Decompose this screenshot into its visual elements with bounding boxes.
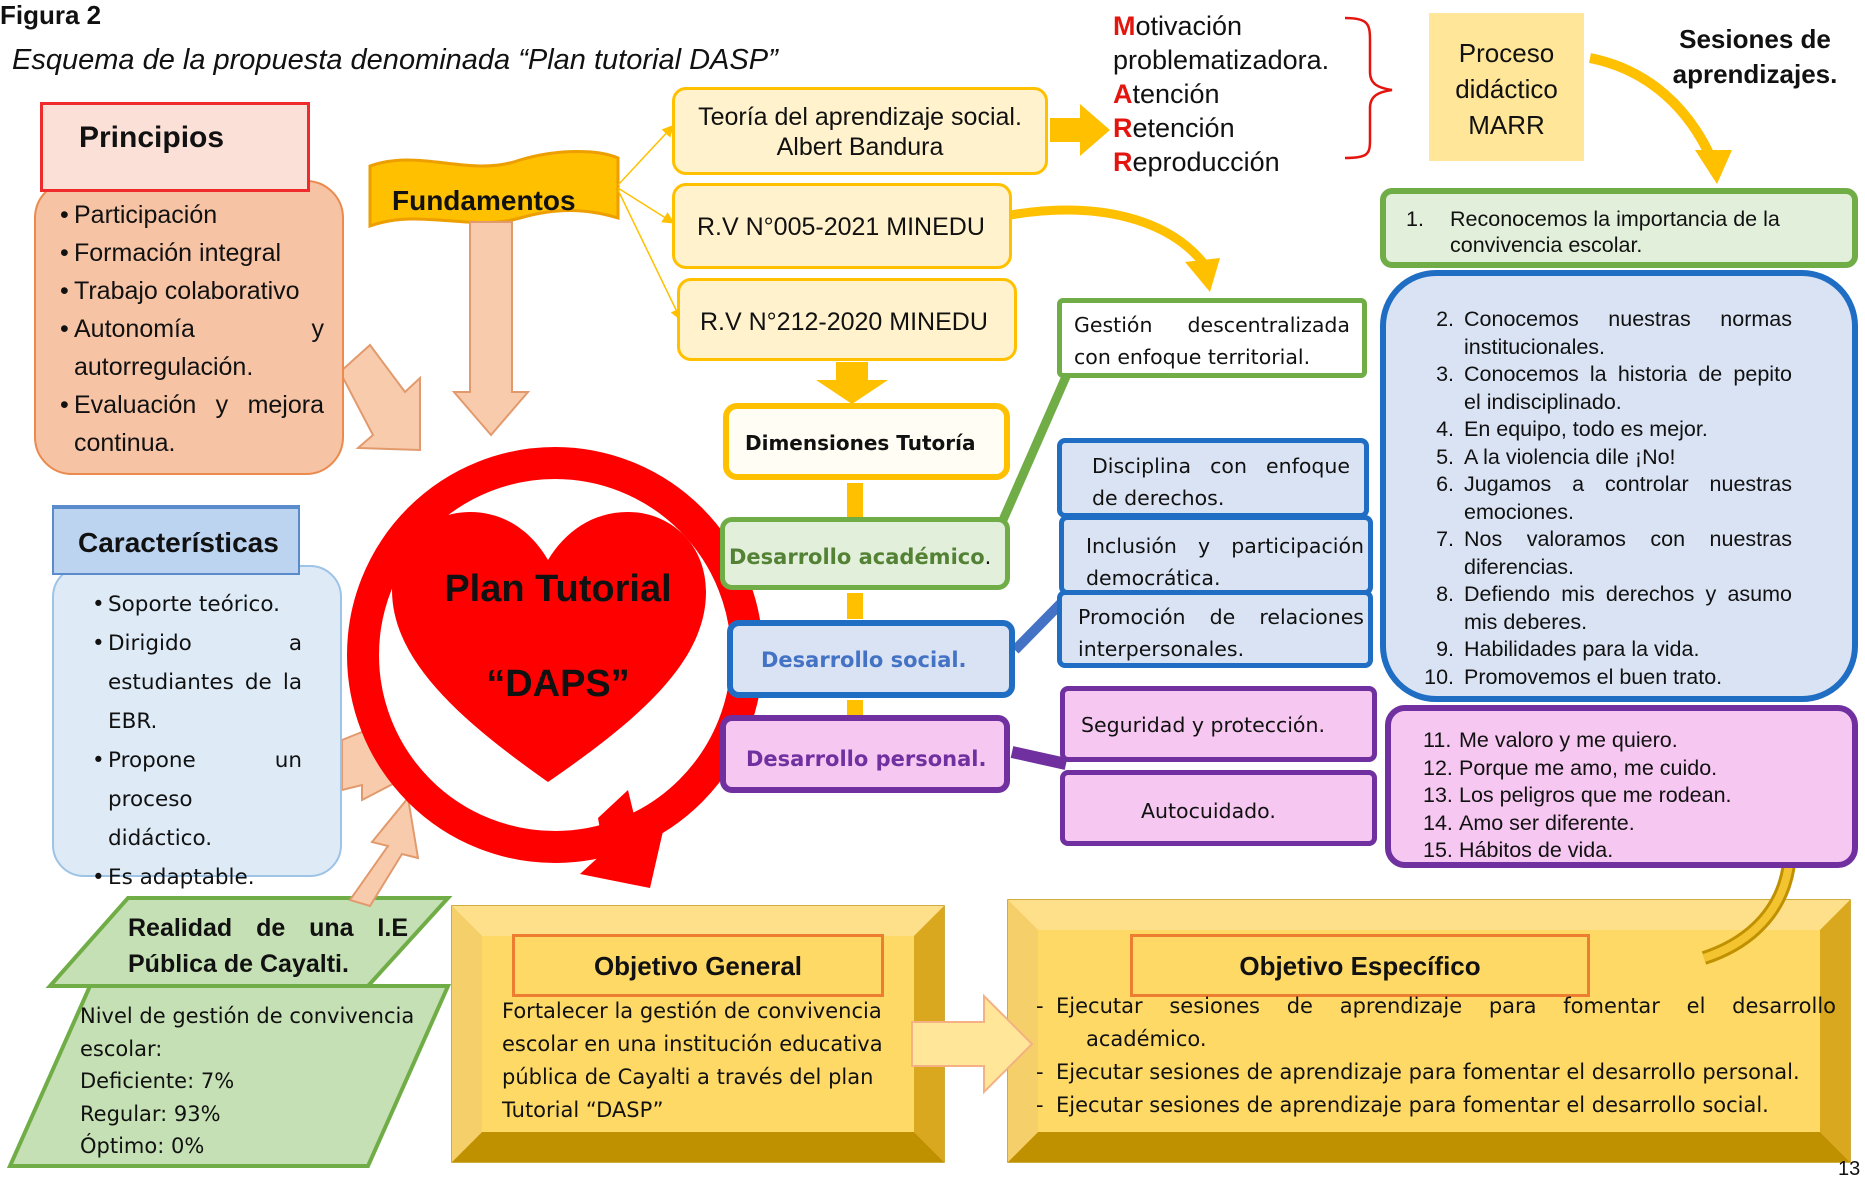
sesiones-heading-line: aprendizajes. [1672, 59, 1838, 89]
objetivo-especifico-list: Ejecutar sesiones de aprendizaje para fo… [1036, 990, 1836, 1122]
dimensiones-tutoria-box: Dimensiones Tutoría [723, 403, 1010, 480]
sesion-1-box: 1. Reconocemos la importancia de la convi… [1380, 188, 1858, 268]
marr-item: Motivación [1113, 11, 1243, 41]
fundamentos-down-arrow [451, 221, 531, 437]
sesion-item: 11.Me valoro y me quiero. [1423, 728, 1678, 752]
marr-brace [1344, 16, 1393, 160]
nivel-line: Regular: 93% [80, 1101, 221, 1126]
realidad-up-arrow [348, 795, 420, 908]
sesion-item: 8.Defiendo mis derechos y asumo mis debe… [1436, 582, 1792, 634]
caracteristicas-list-box: Soporte teórico. Dirigido a estudiantes … [52, 565, 342, 897]
sesion-item: 5.A la violencia dile ¡No! [1436, 444, 1676, 469]
desarrollo-social-box: Desarrollo social. [727, 620, 1015, 698]
desarrollo-academico-dot: . [984, 545, 992, 569]
nivel-line: Óptimo: 0% [80, 1134, 205, 1158]
plan-title: Plan Tutorial [444, 568, 672, 610]
realidad-nivel: Nivel de gestión de convivencia escolar:… [80, 1000, 435, 1163]
seguridad-box: Seguridad y protección. [1060, 686, 1377, 762]
principios-arrow [338, 343, 421, 452]
nivel-line: Deficiente: 7% [80, 1069, 235, 1093]
caracteristica-item: Soporte teórico. [92, 585, 302, 624]
rv2-box: R.V N°212-2020 MINEDU [677, 278, 1017, 361]
teoria-line2: Albert Bandura [776, 133, 944, 161]
sesion-item: 10.Promovemos el buen trato. [1424, 664, 1723, 689]
principio-item: Autonomía y autorregulación. [60, 310, 324, 386]
desarrollo-academico-box: Desarrollo académico. [720, 517, 1010, 590]
objetivo-especifico-item: Ejecutar sesiones de aprendizaje para fo… [1036, 1056, 1836, 1089]
teoria-line1: Teoría del aprendizaje social. [698, 103, 1022, 131]
sesion-item: 9.Habilidades para la vida. [1436, 637, 1700, 661]
fundamentos-flag [368, 150, 620, 229]
sesion-item: 14.Amo ser diferente. [1423, 810, 1635, 835]
desarrollo-personal-box: Desarrollo personal. [720, 715, 1010, 793]
principio-item: Formación integral [60, 234, 324, 272]
plan-red-arrow [580, 790, 666, 888]
nivel-line: Nivel de gestión de convivencia escolar: [80, 1004, 415, 1061]
principio-item: Evaluación y mejora continua. [60, 386, 324, 462]
sesion-item: 4.En equipo, todo es mejor. [1436, 417, 1708, 441]
proceso-line: didáctico [1455, 74, 1558, 104]
marr-list: Motivación problematizadora. Atención Re… [1113, 9, 1329, 179]
rv1-curve-arrow [1009, 205, 1209, 268]
principios-list-box: Participación Formación integral Trabajo… [34, 180, 344, 475]
sesion-item: 3.Conocemos la historia de pepito el ind… [1436, 362, 1792, 414]
principios-title: Principios [40, 102, 310, 192]
principio-item: Participación [60, 196, 324, 234]
desarrollo-academico-label: Desarrollo académico [729, 545, 985, 569]
inclusion-box: Inclusión y participación democrática. [1059, 515, 1373, 595]
caracteristicas-title: Características [52, 505, 300, 575]
marr-item: Retención [1113, 113, 1235, 143]
teoria-box: Teoría del aprendizaje social. Albert Ba… [672, 87, 1048, 175]
figure-subtitle: Esquema de la propuesta denominada “Plan… [12, 44, 778, 76]
sesion-item: 2.Conocemos nuestras normas instituciona… [1436, 307, 1792, 359]
teoria-to-marr-arrow [1050, 104, 1110, 156]
promocion-box: Promoción de relaciones interpersonales. [1057, 590, 1373, 668]
objetivo-especifico-item-cont: académico. [1086, 1027, 1207, 1051]
sesiones-social-box: 2.Conocemos nuestras normas instituciona… [1380, 270, 1858, 702]
general-to-especifico-arrow [911, 993, 1034, 1095]
proceso-line: MARR [1468, 110, 1545, 140]
sesion-item: 6.Jugamos a controlar nuestras emociones… [1436, 472, 1792, 524]
heart-icon [392, 512, 706, 782]
realidad-title-line: Pública de Cayalti. [128, 950, 349, 978]
principio-item: Trabajo colaborativo [60, 272, 324, 310]
caracteristica-item: Propone un proceso didáctico. [92, 741, 302, 858]
sesiones-heading-line: Sesiones de [1679, 24, 1831, 54]
sesion-item: 12.Porque me amo, me cuido. [1423, 755, 1718, 780]
disciplina-box: Disciplina con enfoque de derechos. [1057, 438, 1369, 518]
rv1-box: R.V N°005-2021 MINEDU [672, 183, 1012, 269]
marr-item: Reproducción [1113, 147, 1280, 177]
nivel-shape [6, 984, 452, 1168]
plan-name: “DAPS” [486, 663, 630, 705]
sesiones-personal-box: 11.Me valoro y me quiero. 12.Porque me a… [1385, 705, 1858, 868]
caracteristica-item: Es adaptable. [92, 858, 302, 897]
objetivo-general-title: Objetivo General [512, 934, 884, 997]
objetivo-especifico-title: Objetivo Específico [1130, 934, 1590, 997]
sesion-item: 7.Nos valoramos con nuestras diferencias… [1436, 527, 1792, 579]
objetivo-especifico-item: Ejecutar sesiones de aprendizaje para fo… [1036, 990, 1836, 1023]
figure-label: Figura 2 [0, 0, 102, 30]
rv-to-dimensiones-arrow [816, 362, 888, 404]
marr-item: Atención [1113, 79, 1220, 109]
gestion-box: Gestión descentralizada con enfoque terr… [1057, 298, 1367, 378]
proceso-line: Proceso [1458, 38, 1555, 68]
sesion-item: 15.Hábitos de vida. [1423, 838, 1614, 862]
sesion-num: 1. [1406, 207, 1424, 231]
caracteristica-item: Dirigido a estudiantes de la EBR. [92, 624, 302, 741]
autocuidado-box: Autocuidado. [1060, 770, 1377, 846]
fundamentos-title: Fundamentos [392, 185, 576, 216]
objetivo-general-text: Fortalecer la gestión de convivencia esc… [502, 999, 883, 1122]
objetivo-especifico-item: Ejecutar sesiones de aprendizaje para fo… [1036, 1089, 1836, 1122]
realidad-title-line: Realidad de una I.E [128, 914, 408, 942]
page-number: 13 [1838, 1158, 1861, 1180]
realidad-title: Realidad de una I.E Pública de Cayalti. [128, 910, 408, 982]
sesion-text: Reconocemos la importancia de la convive… [1450, 207, 1780, 257]
marr-item: problematizadora. [1113, 45, 1330, 75]
sesiones-heading: Sesiones de aprendizajes. [1648, 22, 1862, 92]
sesion-item: 13.Los peligros que me rodean. [1423, 783, 1732, 807]
proceso-marr-box: Proceso didáctico MARR [1429, 13, 1584, 161]
